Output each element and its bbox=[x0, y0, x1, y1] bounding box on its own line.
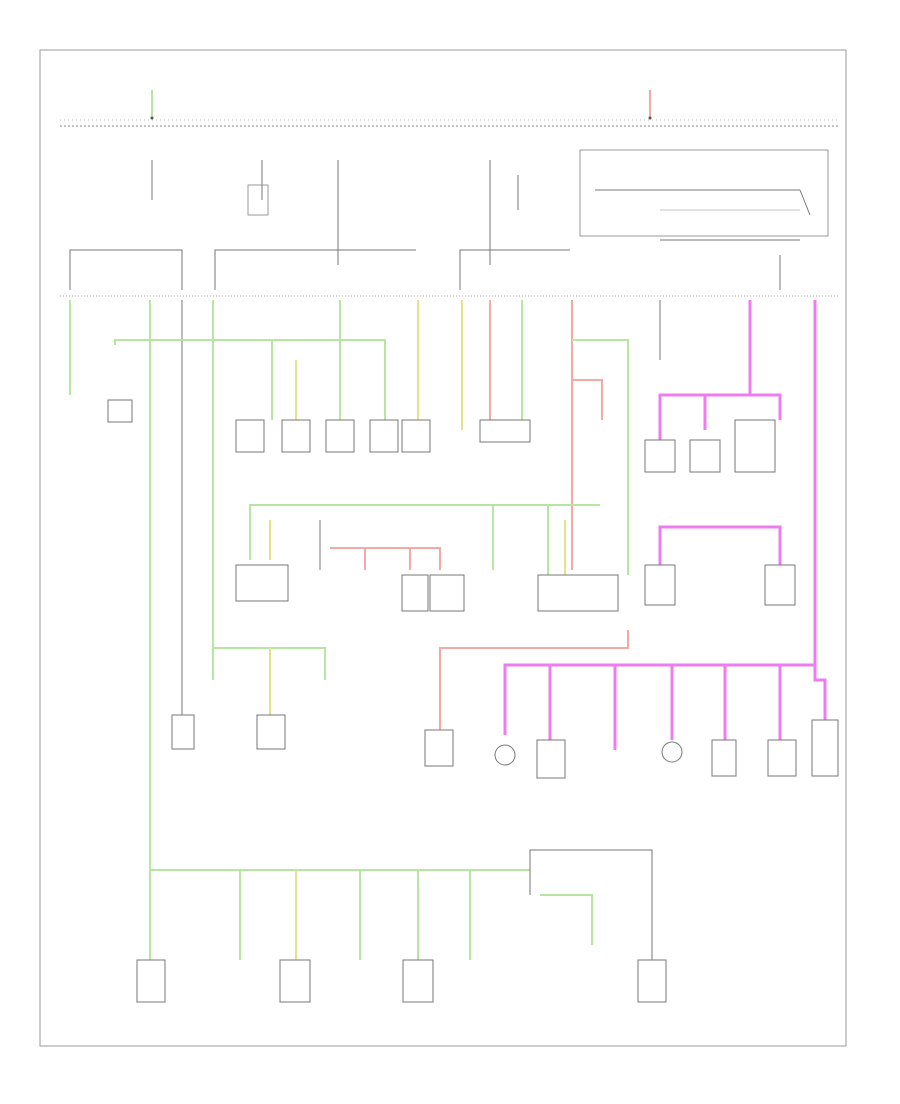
upper-components bbox=[235, 419, 531, 453]
top-center-connection bbox=[648, 90, 652, 120]
upper-distribution bbox=[69, 249, 781, 290]
green-bus-bottom bbox=[150, 849, 653, 960]
green-bus-upper bbox=[114, 300, 629, 575]
middle-components bbox=[235, 564, 619, 612]
pink-feed bbox=[424, 630, 629, 767]
fuse-drops bbox=[151, 149, 829, 265]
right-components bbox=[644, 419, 796, 606]
magenta-network bbox=[503, 300, 827, 750]
left-column bbox=[69, 300, 214, 1000]
top-left-connection bbox=[150, 90, 154, 120]
green-bus-middle bbox=[249, 504, 600, 575]
green-bus-lower-left bbox=[171, 647, 326, 750]
lower-loads bbox=[494, 719, 839, 779]
bottom-components bbox=[136, 959, 667, 1003]
diagram-border bbox=[39, 49, 847, 1047]
